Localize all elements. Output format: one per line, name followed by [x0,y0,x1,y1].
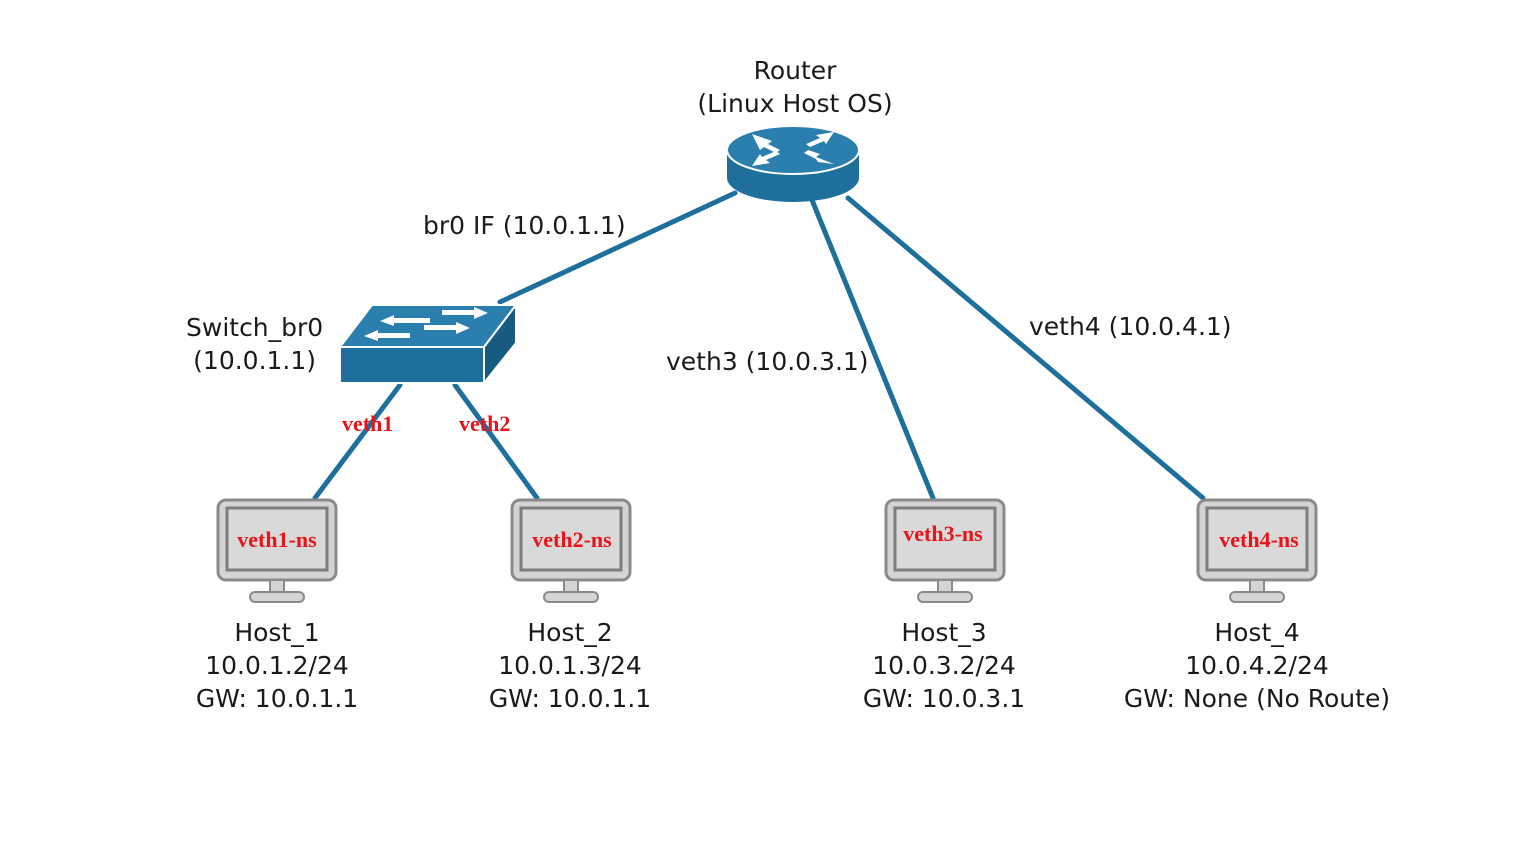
host-label-2: Host_2 10.0.1.3/24 GW: 10.0.1.1 [489,616,651,715]
link-router-host3 [809,197,936,501]
link-label-veth4: veth4 (10.0.4.1) [1029,312,1232,341]
host-name: Host_4 [1214,618,1300,647]
host-ip: 10.0.1.2/24 [205,651,349,680]
iface-label-veth2: veth2 [459,411,511,436]
switch-title: Switch_br0 [186,313,324,342]
switch-subtitle: (10.0.1.1) [193,346,317,375]
host-gateway: GW: 10.0.3.1 [862,684,1026,713]
router-title: Router [753,56,837,85]
link-label-br0: br0 IF (10.0.1.1) [423,211,626,240]
host-name: Host_2 [527,618,613,647]
switch-label: Switch_br0 (10.0.1.1) [186,311,323,377]
iface-label-veth1: veth1 [342,411,394,436]
host-ip: 10.0.1.3/24 [498,651,642,680]
monitor-icon-host3 [884,498,1006,603]
host-gateway: GW: 10.0.1.1 [488,684,652,713]
link-switch-host1 [312,382,403,501]
monitor-icon-host4 [1196,498,1318,603]
host-ip: 10.0.4.2/24 [1185,651,1329,680]
link-label-veth3: veth3 (10.0.3.1) [666,347,869,376]
host-name: Host_3 [901,618,987,647]
host-gateway: GW: 10.0.1.1 [195,684,359,713]
link-switch-host2 [452,382,540,501]
router-subtitle: (Linux Host OS) [697,89,893,118]
host-label-1: Host_1 10.0.1.2/24 GW: 10.0.1.1 [196,616,358,715]
ns-label-host4: veth4-ns [1219,527,1299,552]
router-label: Router (Linux Host OS) [697,54,892,120]
monitor-icon-host1 [216,498,338,603]
monitor-icon-host2 [510,498,632,603]
router-icon [726,125,860,202]
link-router-switch [497,190,738,305]
switch-icon [337,302,519,386]
host-ip: 10.0.3.2/24 [872,651,1016,680]
link-router-host4 [845,195,1206,501]
ns-label-host2: veth2-ns [532,527,612,552]
ns-label-host1: veth1-ns [237,527,317,552]
host-label-4: Host_4 10.0.4.2/24 GW: None (No Route) [1124,616,1390,715]
ns-label-host3: veth3-ns [903,521,983,546]
host-gateway: GW: None (No Route) [1123,684,1391,713]
host-name: Host_1 [234,618,320,647]
host-label-3: Host_3 10.0.3.2/24 GW: 10.0.3.1 [863,616,1025,715]
